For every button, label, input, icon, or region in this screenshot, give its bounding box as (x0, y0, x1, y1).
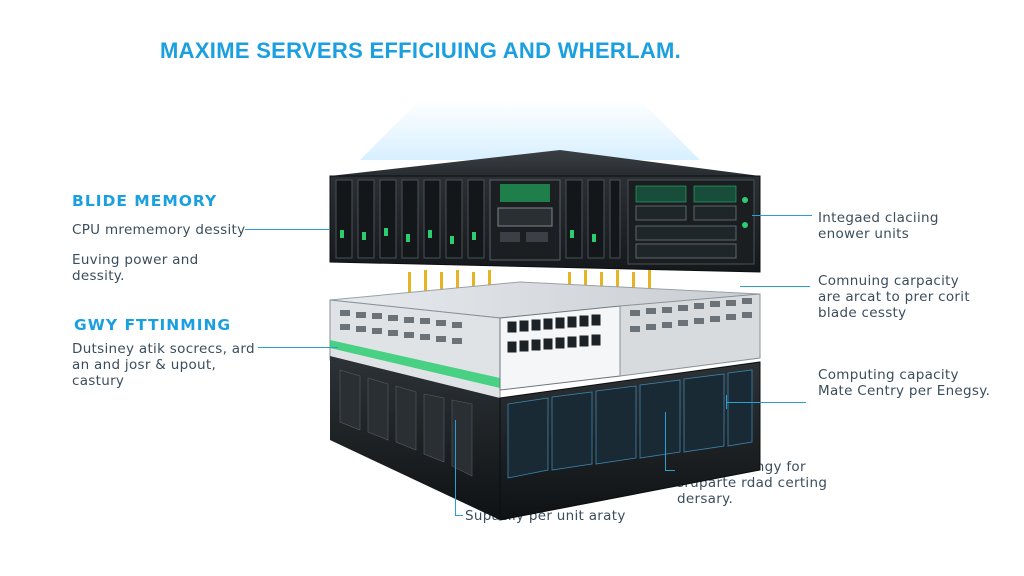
drive-bays (507, 369, 753, 479)
label-cpu-memory-density: CPU mrememory dessity (72, 222, 246, 238)
glow-effect (360, 100, 700, 160)
label-computing-capacity-energy: Computing capacity Mate Centry per Enegs… (818, 367, 991, 399)
leader-line-cooling (752, 215, 812, 216)
vent-holes (340, 310, 462, 344)
label-power-density: Euving power and dessity. (72, 252, 199, 284)
heading-gwy-fttinming: GWY FTTINMING (74, 316, 232, 334)
page-title: MAXIME SERVERS EFFICIUING AND WHERLAM. (160, 38, 682, 63)
status-led-icon (742, 197, 748, 203)
label-computing-capacity-blade: Comnuing carpacity are arcat to prer cor… (818, 273, 970, 321)
leader-tick-capacity-energy (726, 395, 727, 409)
leader-line-dutsiney (258, 347, 338, 348)
upper-blade-server (329, 150, 761, 273)
lower-right-face (619, 293, 761, 377)
leader-line-supacity (455, 420, 456, 515)
leader-line-capacity-energy (726, 402, 806, 403)
label-integrated-cooling: Integaed claciing enower units (818, 210, 939, 242)
label-dutsiney: Dutsiney atik socrecs, ard an and josr &… (72, 341, 255, 389)
leader-line-capacity-blade (740, 286, 810, 287)
leader-line-cpu (245, 229, 330, 230)
leader-tick-dalingy (665, 470, 675, 471)
heading-blade-memory: BLIDE MEMORY (72, 192, 218, 210)
leader-tick-supacity (455, 515, 463, 516)
blade-slots (335, 179, 621, 259)
leader-line-dalingy (665, 412, 666, 470)
lower-rack-server (329, 281, 761, 521)
control-display (500, 184, 550, 202)
